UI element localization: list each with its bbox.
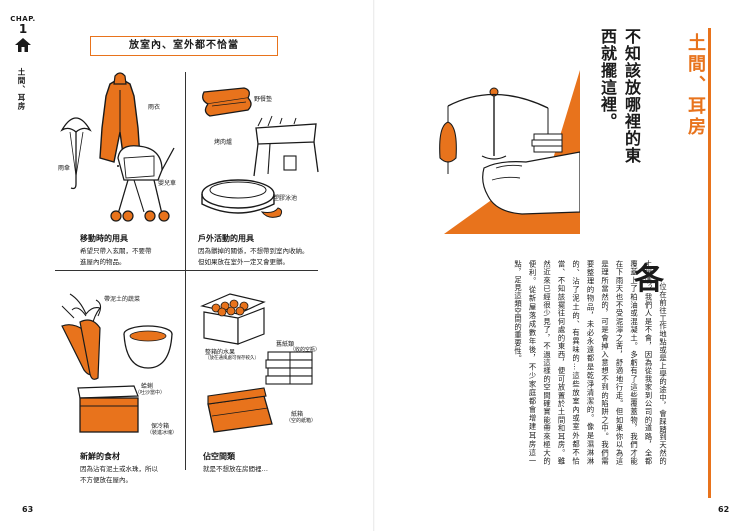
clam-bowl-illustration	[123, 325, 173, 369]
divider-vertical	[185, 72, 186, 470]
book-gutter	[373, 0, 375, 531]
chapter-side-title: 土間、耳房	[17, 68, 26, 111]
umbrella-illustration	[60, 117, 92, 190]
cardboard-illustration	[207, 387, 273, 433]
chapter-marker: CHAP. 1	[8, 15, 38, 53]
section-text-line: 因為沾有泥土或水珠，所以	[80, 465, 158, 473]
raincoat-illustration	[99, 72, 141, 169]
chapter-number: 1	[18, 22, 28, 36]
section-text-line: 但如果放在室外一定又會更髒。	[198, 258, 289, 266]
vegetables-illustration	[61, 293, 102, 380]
section-title: 佔空間類	[203, 452, 235, 461]
section-title: 新鮮的食材	[80, 452, 120, 461]
headline: 不知該放哪裡的東西就擺這裡。	[598, 28, 641, 164]
cardboard-label: 紙箱	[291, 411, 304, 418]
section-text-line: 不方便放在屋內。	[80, 476, 132, 484]
clam-note: （吐沙當中）	[135, 390, 166, 396]
balance-scale-illustration	[447, 87, 549, 160]
vegetables-label: 帶泥土的蔬菜	[104, 296, 141, 303]
cooler-illustration	[77, 385, 139, 433]
section-text-line: 進屋內的物品。	[80, 258, 126, 266]
illustration-fresh-food	[61, 293, 173, 433]
picnic-mat-label: 野餐墊	[254, 96, 273, 103]
stroller-illustration	[110, 145, 175, 222]
page-number-right: 62	[718, 505, 730, 514]
drop-cap: 各	[634, 262, 664, 297]
grill-illustration	[253, 115, 319, 177]
illustration-hand-balance	[439, 70, 580, 234]
cardboard-note: （空的紙箱）	[286, 418, 317, 424]
section-text-line: 因為髒掉的關係，不想帶到室內收納。	[198, 247, 309, 255]
cooler-note: （裝進冰塊）	[147, 430, 178, 436]
fruit-box-note: （放在通風處可保存較久）	[205, 356, 259, 361]
illustration-title: 放室內、室外都不恰當	[90, 36, 278, 56]
house-icon	[15, 38, 31, 52]
hand-illustration	[482, 151, 580, 215]
section-bulky: 佔空間類 就是不想放在房間裡…	[203, 451, 321, 475]
section-fresh-food: 新鮮的食材 因為沾有泥土或水珠，所以 不方便放在屋內。	[80, 451, 182, 486]
fruit-box-label: 整箱的水果	[205, 349, 236, 356]
section-accent-bar	[708, 28, 711, 498]
illustration-outdoor-items	[201, 87, 319, 218]
cooler-label: 保冷箱	[151, 423, 170, 430]
picnic-mat-illustration	[202, 87, 252, 117]
body-text: 位在前往工作地點或是上學的途中，會踩踏到天然的土壤嗎？我們人是不會，因為從我家到…	[514, 260, 668, 465]
section-title: 移動時的用具	[80, 234, 128, 243]
umbrella-label: 雨傘	[58, 165, 71, 172]
paper-stack-illustration	[265, 351, 313, 385]
raincoat-label: 雨衣	[148, 104, 161, 111]
clam-label: 蛤蜊	[141, 383, 154, 390]
pool-illustration	[201, 179, 283, 218]
chapter-label: CHAP.	[10, 15, 36, 23]
paper-note: （收的空瓶）	[290, 347, 321, 353]
fruit-box-illustration	[200, 293, 266, 345]
pool-label: 塑膠泳池	[273, 195, 298, 202]
grill-label: 烤肉爐	[214, 139, 233, 146]
illustration-bulky-items	[200, 293, 313, 433]
section-text-line: 就是不想放在房間裡…	[203, 465, 268, 473]
hanging-papers-illustration	[531, 108, 563, 153]
page-number-left: 63	[22, 505, 34, 514]
stroller-label: 嬰兒車	[158, 180, 177, 187]
section-travel: 移動時的用具 希望只帶入玄關，不要帶 進屋內的物品。	[80, 233, 182, 268]
hanging-umbrella-illustration	[439, 106, 457, 174]
section-title-vertical: 土間、耳房	[685, 33, 706, 138]
section-outdoor: 戶外活動的用具 因為髒掉的關係，不想帶到室內收納。 但如果放在室外一定又會更髒。	[198, 233, 322, 268]
paper-label: 舊紙類	[276, 341, 295, 348]
section-title: 戶外活動的用具	[198, 234, 254, 243]
section-text-line: 希望只帶入玄關，不要帶	[80, 247, 152, 255]
illustration-travel-items	[60, 72, 175, 222]
divider-horizontal	[55, 270, 318, 271]
